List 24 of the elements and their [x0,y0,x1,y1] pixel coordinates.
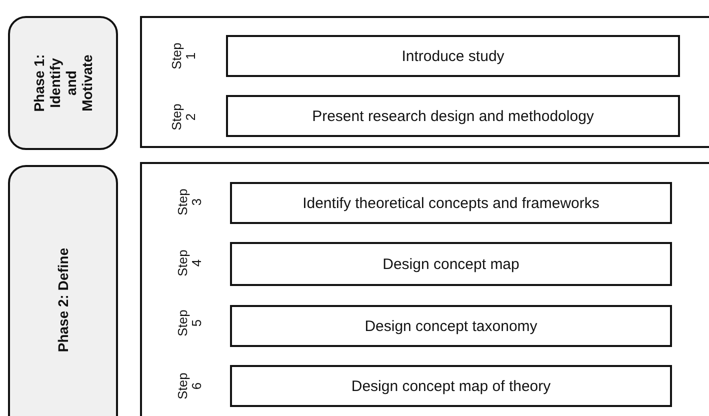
step-box [230,305,672,347]
step-box [226,35,680,77]
step-box [230,242,672,286]
phase-panel [140,16,709,148]
step-box [230,182,672,224]
step-title: Design concept taxonomy [364,318,538,334]
step-title: Design concept map [382,256,520,272]
step-label: Step 6 [176,372,204,402]
phase-box [8,16,118,150]
step-label: Step 4 [176,248,204,278]
step-title: Introduce study [402,48,504,64]
phase-box [8,165,118,416]
phase-panel [140,162,709,416]
step-title: Identify theoretical concepts and frameworks [302,194,600,212]
step-title: Design concept map of theory [351,378,551,394]
phase-title: Phase 2: Define [55,246,71,354]
step-label: Step 1 [170,42,198,72]
phase-title: Phase 1: Identify and Motivate [31,53,95,114]
step-title: Present research design and methodology [312,108,594,124]
step-box [226,95,680,137]
step-label: Step 3 [176,188,204,218]
step-box [230,365,672,407]
step-label: Step 5 [176,308,204,338]
step-label: Step 2 [170,102,198,132]
